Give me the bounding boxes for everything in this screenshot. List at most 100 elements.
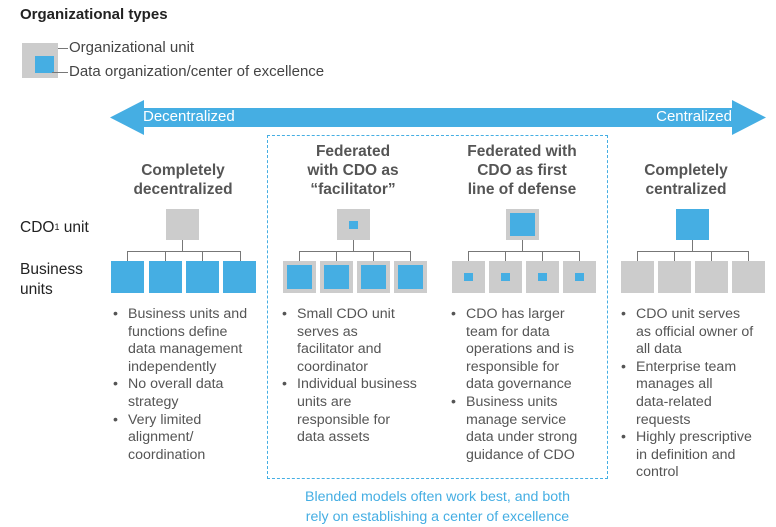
bullet-line: operations and is (466, 341, 575, 358)
business-unit-box (223, 261, 256, 293)
business-unit-box (111, 261, 144, 293)
bullet-line: Business units and (128, 306, 248, 322)
note-line: rely on establishing a center of excelle… (305, 509, 570, 525)
row-label-business-units: Business units (20, 260, 83, 300)
connector-drop (127, 251, 128, 261)
center-of-excellence-box (324, 265, 349, 289)
bullet-item: Very limited alignment/ coordination (113, 412, 263, 465)
legend-unit-label: Organizational unit (69, 39, 195, 56)
row-label-cdo-text: CDO (20, 219, 55, 236)
connector-drop (299, 251, 300, 261)
legend-leader-unit (58, 48, 68, 49)
business-unit-box (320, 261, 353, 293)
bullet-line: Individual business (297, 376, 417, 393)
column-title-line: line of defense (467, 181, 577, 198)
bullet-item: Business units and functions define data… (113, 306, 263, 376)
column-title-line: Completely (644, 162, 728, 179)
bullet-line: facilitator and (297, 341, 382, 358)
center-of-excellence-box (501, 273, 510, 281)
business-unit-box (563, 261, 596, 293)
bullet-line: team for data (466, 323, 550, 340)
connector-horizontal (468, 251, 579, 252)
bullet-line: Highly prescriptive (636, 429, 752, 446)
note-line: Blended models often work best, and both (304, 489, 570, 505)
connector-drop (542, 251, 543, 261)
connector-drop (748, 251, 749, 261)
center-of-excellence-box (398, 265, 423, 289)
row-label-unit-text: unit (59, 219, 89, 236)
business-unit-box (621, 261, 654, 293)
bullet-line: Business units (466, 393, 558, 410)
diagram-title: Organizational types (20, 6, 168, 23)
bullet-line: alignment/ (128, 429, 194, 446)
spectrum-arrow (110, 100, 766, 135)
bullet-line: data-related (636, 393, 712, 410)
connector-drop (202, 251, 203, 261)
business-unit-box (526, 261, 559, 293)
row-label-cdo-unit: CDO1 unit (20, 218, 89, 238)
business-unit-box (149, 261, 182, 293)
business-unit-box (489, 261, 522, 293)
column-title-line: Completely (141, 162, 225, 179)
connector-drop (410, 251, 411, 261)
bullet-line: responsible for (297, 411, 391, 428)
business-unit-box (658, 261, 691, 293)
blended-models-note: Blended models often work best, and both… (267, 487, 608, 527)
bullet-item: Enterprise team manages all data-related… (621, 359, 773, 429)
connector-drop (505, 251, 506, 261)
connector-drop (373, 251, 374, 261)
bullet-line: coordination (128, 446, 206, 463)
business-unit-box (695, 261, 728, 293)
business-unit-box (357, 261, 390, 293)
bullet-line: manage service (466, 411, 567, 428)
bullets-federated-facilitator: Small CDO unit serves as facilitator and… (282, 306, 432, 447)
connector-vertical (353, 240, 354, 251)
bullet-line: CDO unit serves (636, 306, 741, 322)
bullet-line: Small CDO unit (297, 306, 395, 322)
bullet-line: coordinator (297, 358, 368, 375)
bullets-federated-defense: CDO has larger team for data operations … (451, 306, 601, 464)
bullet-item: Small CDO unit serves as facilitator and… (282, 306, 432, 376)
business-unit-box (452, 261, 485, 293)
connector-vertical (182, 240, 183, 251)
cdo-unit-box (506, 209, 539, 240)
cdo-unit-box (676, 209, 709, 240)
legend-unit-swatch (22, 43, 58, 78)
blended-models-region (267, 135, 608, 479)
column-title-federated-facilitator: Federated with CDO as “facilitator” (278, 142, 428, 199)
bullet-line: units are (297, 393, 352, 410)
bullets-centralized: CDO unit serves as official owner of all… (621, 306, 773, 482)
bullet-line: serves as (297, 323, 358, 340)
bullet-line: requests (636, 411, 691, 428)
row-label-business-line1: Business (20, 261, 83, 278)
bullet-line: Enterprise team (636, 358, 737, 375)
connector-drop (336, 251, 337, 261)
bullet-item: Business units manage service data under… (451, 394, 601, 464)
footnote-marker: 1 (54, 222, 60, 232)
connector-drop (468, 251, 469, 261)
column-title-line: centralized (645, 181, 727, 198)
connector-drop (165, 251, 166, 261)
center-of-excellence-box (287, 265, 312, 289)
column-title-centralized: Completely centralized (611, 161, 761, 199)
legend-center-label: Data organization/center of excellence (69, 63, 325, 80)
column-title-line: CDO as first (477, 162, 567, 179)
axis-label-decentralized: Decentralized (143, 108, 235, 125)
cdo-unit-box (337, 209, 370, 240)
connector-drop (637, 251, 638, 261)
bullet-line: all data (636, 341, 682, 358)
bullet-item: No overall data strategy (113, 376, 263, 411)
business-unit-box (394, 261, 427, 293)
column-title-line: Federated (315, 143, 391, 160)
bullet-line: Very limited (128, 411, 202, 428)
bullet-line: data governance (466, 376, 572, 393)
column-title-line: Federated with (467, 143, 577, 160)
column-title-decentralized: Completely decentralized (108, 161, 258, 199)
spectrum-arrow-shape (110, 100, 766, 135)
bullet-line: CDO has larger (466, 306, 565, 322)
center-of-excellence-box (361, 265, 386, 289)
bullet-line: in definition and (636, 446, 736, 463)
center-of-excellence-box (510, 213, 535, 236)
bullet-line: as official owner of (636, 323, 754, 340)
bullet-line: independently (128, 358, 217, 375)
